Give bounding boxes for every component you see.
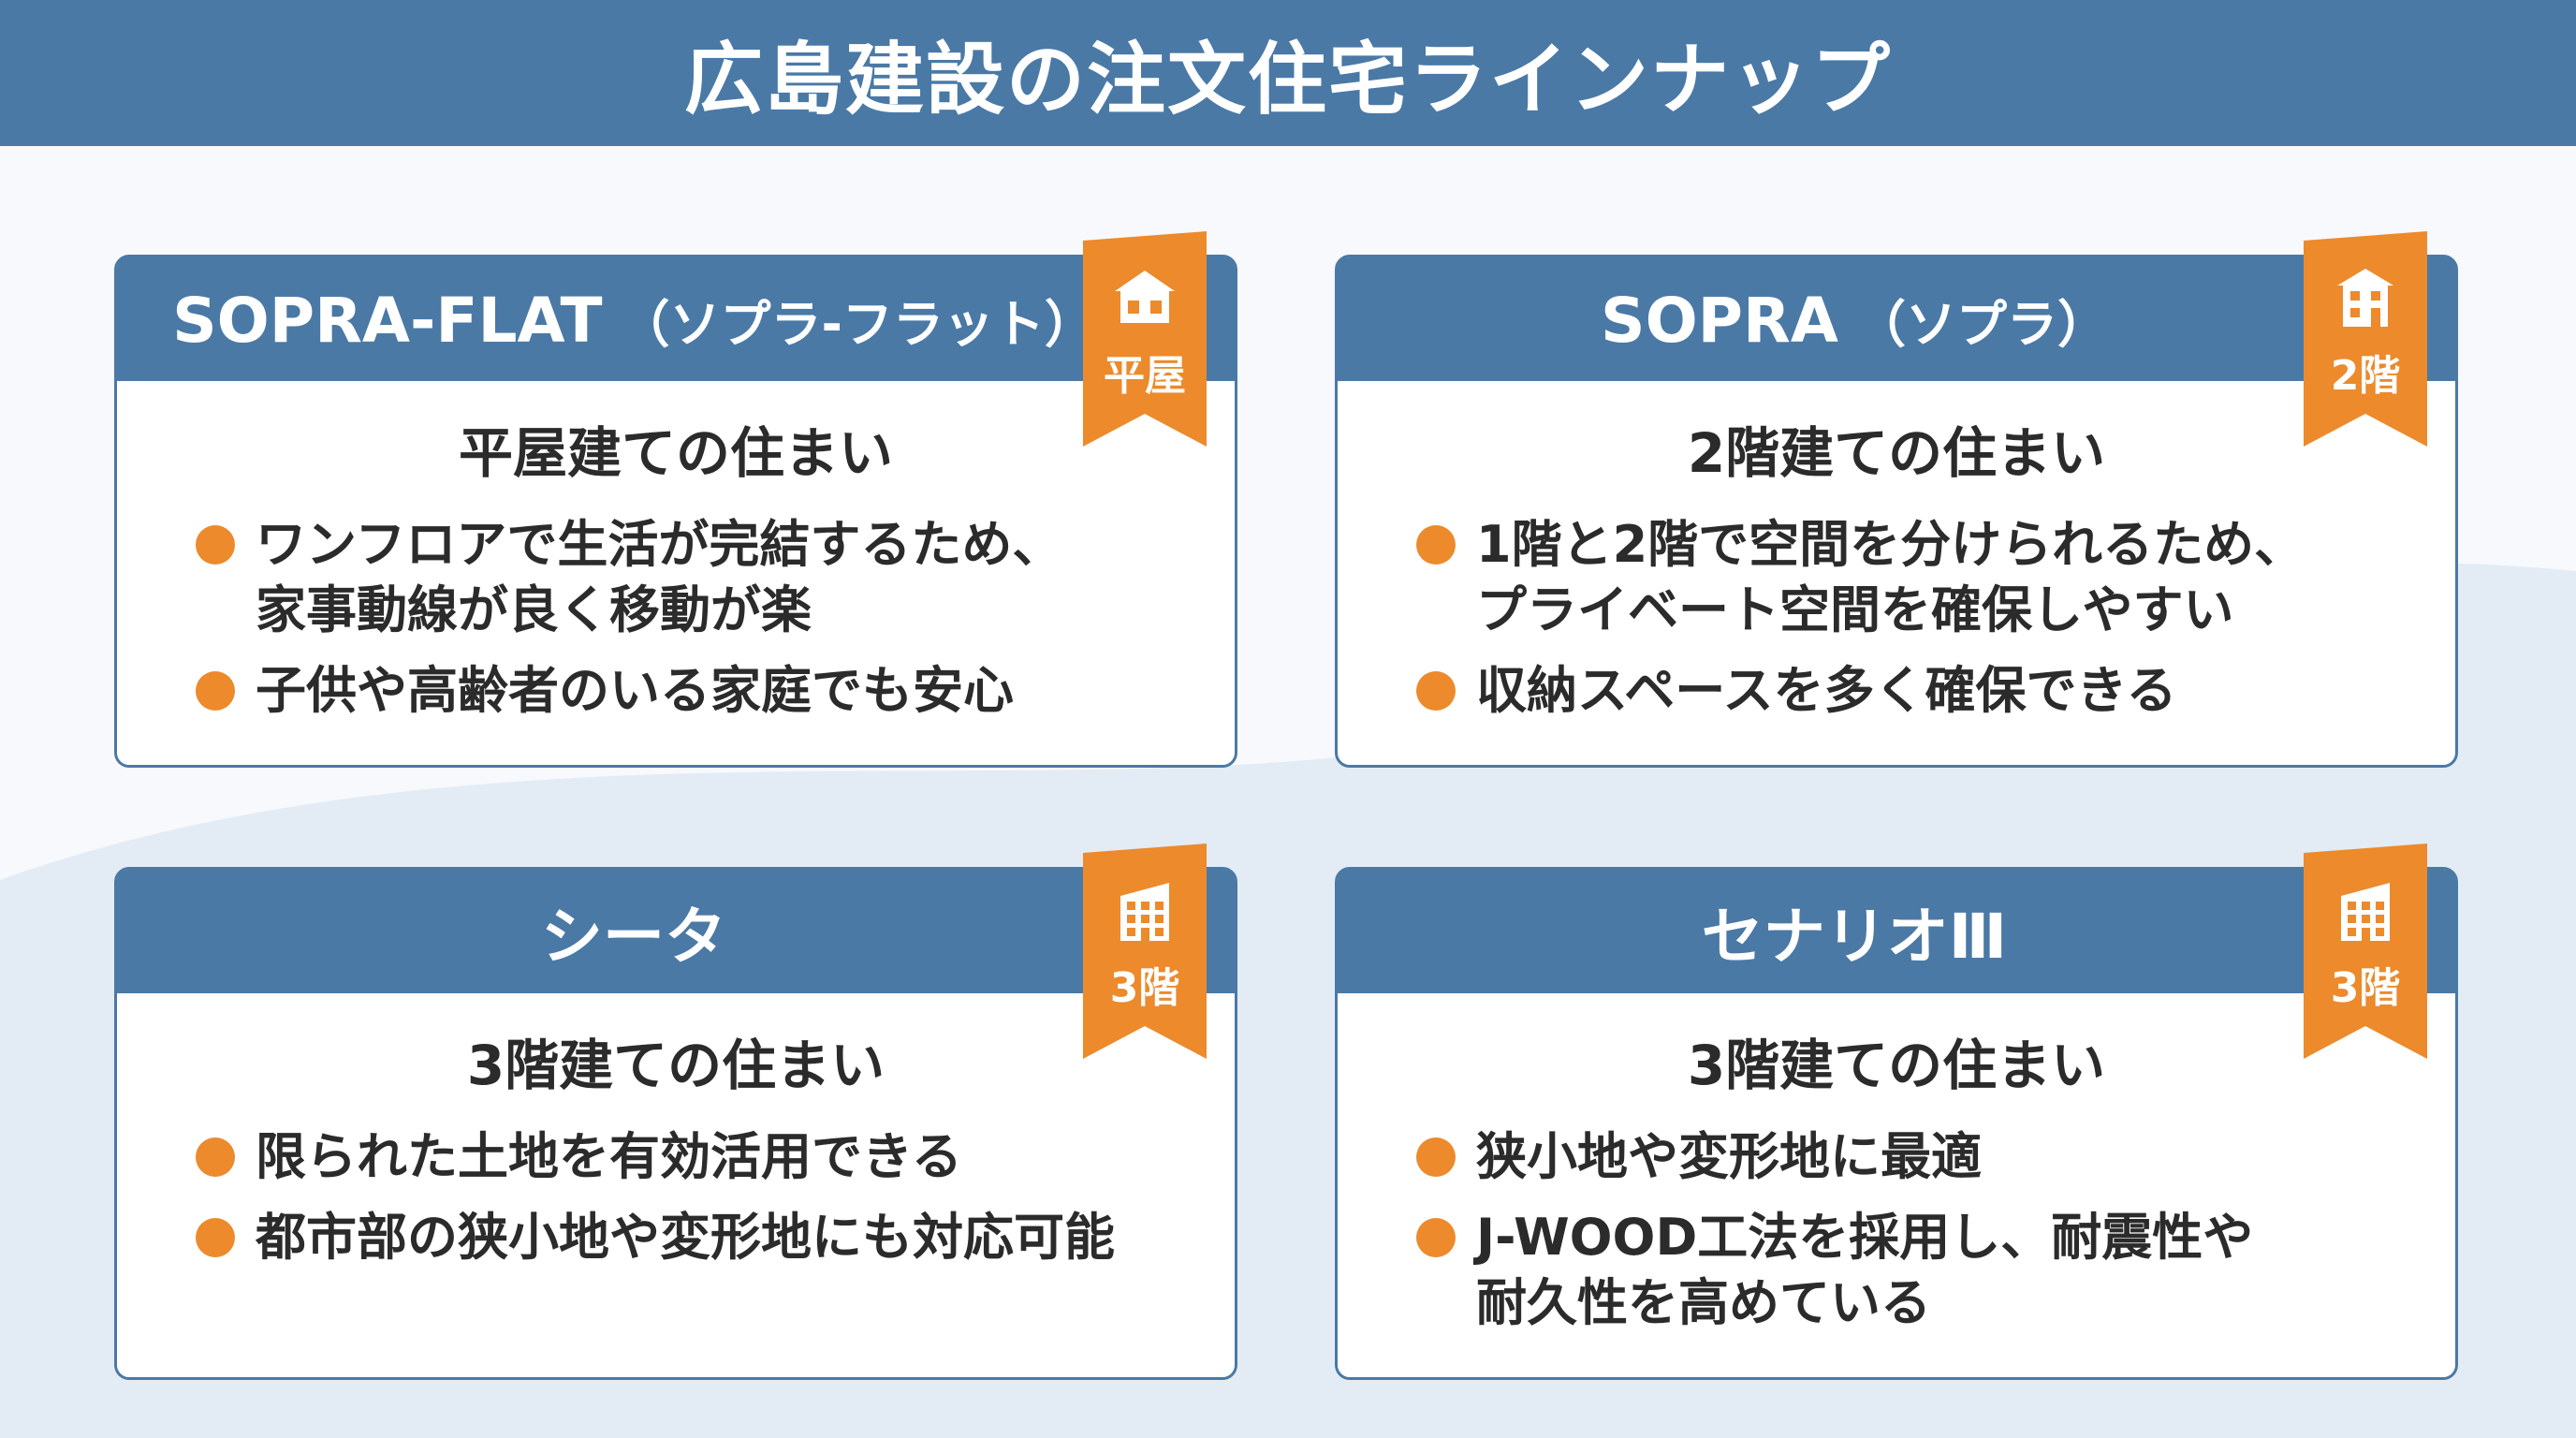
feature-item: 狭小地や変形地に最適 [1416, 1124, 2408, 1190]
bullet-dot [196, 1137, 235, 1177]
feature-text-line: 耐久性を高めている [1476, 1273, 1931, 1332]
bullet-dot [196, 671, 235, 711]
feature-text-line: 家事動線が良く移動が楽 [256, 580, 812, 639]
header-bar: 広島建設の注文住宅ラインナップ [0, 0, 2576, 146]
feature-text-line: 都市部の狭小地や変形地にも対応可能 [256, 1208, 1115, 1267]
ribbon-label: 3階 [2330, 964, 2401, 1012]
bullet-dot [1416, 671, 1456, 711]
card-subtitle: 平屋建ての住まい [458, 421, 893, 485]
ribbon-label: 3階 [1109, 964, 1180, 1012]
ribbon-badge: 平屋 [1083, 231, 1207, 447]
card-senario-3: セナリオⅢ 3階 3階建ての住まい 狭小地や変形地に最適 J-WOOD工法を採用… [1335, 844, 2458, 1380]
card-header: セナリオⅢ [1338, 870, 2455, 993]
product-name: SOPRA-FLAT [172, 284, 603, 357]
bullet-dot [196, 525, 235, 565]
building-three-story-icon [1120, 883, 1169, 941]
feature-item: 収納スペースを多く確保できる [1416, 658, 2408, 724]
ribbon-label: 平屋 [1104, 352, 1186, 400]
feature-item: ワンフロアで生活が完結するため、家事動線が良く移動が楽 [196, 512, 1188, 643]
card-sopra: SOPRA （ソプラ） 2階 2階建ての住まい 1階と2階で空間を分けられるため、… [1335, 231, 2458, 768]
card-subtitle: 3階建ての住まい [1687, 1034, 2106, 1097]
feature-list: 狭小地や変形地に最適 J-WOOD工法を採用し、耐震性や耐久性を高めている [1416, 1124, 2408, 1351]
feature-text-line: プライベート空間を確保しやすい [1476, 580, 2234, 639]
house-two-story-icon [2337, 269, 2393, 327]
card-subtitle: 3階建ての住まい [466, 1034, 886, 1097]
product-kana: （ソプラ-フラット） [619, 294, 1095, 354]
feature-item: 都市部の狭小地や変形地にも対応可能 [196, 1205, 1188, 1270]
feature-text-line: 子供や高齢者のいる家庭でも安心 [256, 661, 1014, 720]
feature-text-line: 収納スペースを多く確保できる [1476, 661, 2177, 720]
feature-list: ワンフロアで生活が完結するため、家事動線が良く移動が楽 子供や高齢者のいる家庭で… [196, 512, 1188, 739]
feature-list: 限られた土地を有効活用できる 都市部の狭小地や変形地にも対応可能 [196, 1124, 1188, 1285]
feature-item: 子供や高齢者のいる家庭でも安心 [196, 658, 1188, 724]
card-header: SOPRA-FLAT （ソプラ-フラット） [117, 257, 1235, 381]
card-title: SOPRA-FLAT （ソプラ-フラット） [172, 283, 1095, 357]
card-theta: シータ 3階 3階建ての住まい 限られた土地を有効活用できる 都市部の狭小地や変… [114, 844, 1237, 1380]
ribbon-label: 2階 [2330, 352, 2401, 400]
product-name: SOPRA [1601, 284, 1838, 357]
card-title: SOPRA （ソプラ） [1601, 283, 2108, 357]
feature-text-line: ワンフロアで生活が完結するため、 [256, 515, 1063, 574]
feature-item: 限られた土地を有効活用できる [196, 1124, 1188, 1190]
card-title: シータ [541, 887, 726, 976]
feature-item: 1階と2階で空間を分けられるため、プライベート空間を確保しやすい [1416, 512, 2408, 643]
bullet-dot [1416, 525, 1456, 565]
ribbon-badge: 2階 [2304, 231, 2427, 447]
card-header: SOPRA （ソプラ） [1338, 257, 2455, 381]
ribbon-badge: 3階 [1083, 844, 1207, 1059]
bullet-dot [1416, 1218, 1456, 1257]
page-title: 広島建設の注文住宅ラインナップ [683, 33, 1892, 125]
product-kana: （ソプラ） [1854, 294, 2108, 354]
product-name: セナリオⅢ [1701, 901, 2008, 973]
feature-text-line: 1階と2階で空間を分けられるため、 [1476, 515, 2305, 574]
bullet-dot [196, 1218, 235, 1257]
feature-text-line: 限られた土地を有効活用できる [256, 1127, 962, 1186]
product-name: シータ [541, 901, 726, 973]
card-subtitle: 2階建ての住まい [1687, 421, 2106, 485]
feature-text-line: 狭小地や変形地に最適 [1476, 1127, 1982, 1186]
feature-item: J-WOOD工法を採用し、耐震性や耐久性を高めている [1416, 1205, 2408, 1336]
card-title: セナリオⅢ [1702, 887, 2007, 976]
feature-list: 1階と2階で空間を分けられるため、プライベート空間を確保しやすい 収納スペースを… [1416, 512, 2408, 739]
card-header: シータ [117, 870, 1235, 993]
card-sopra-flat: SOPRA-FLAT （ソプラ-フラット） 平屋 平屋建ての住まい ワンフロアで生… [114, 231, 1237, 768]
house-single-story-icon [1115, 271, 1175, 323]
bullet-dot [1416, 1137, 1456, 1177]
feature-text-line: J-WOOD工法を採用し、耐震性や [1476, 1208, 2254, 1267]
building-three-story-icon [2341, 883, 2390, 941]
ribbon-badge: 3階 [2304, 844, 2427, 1059]
